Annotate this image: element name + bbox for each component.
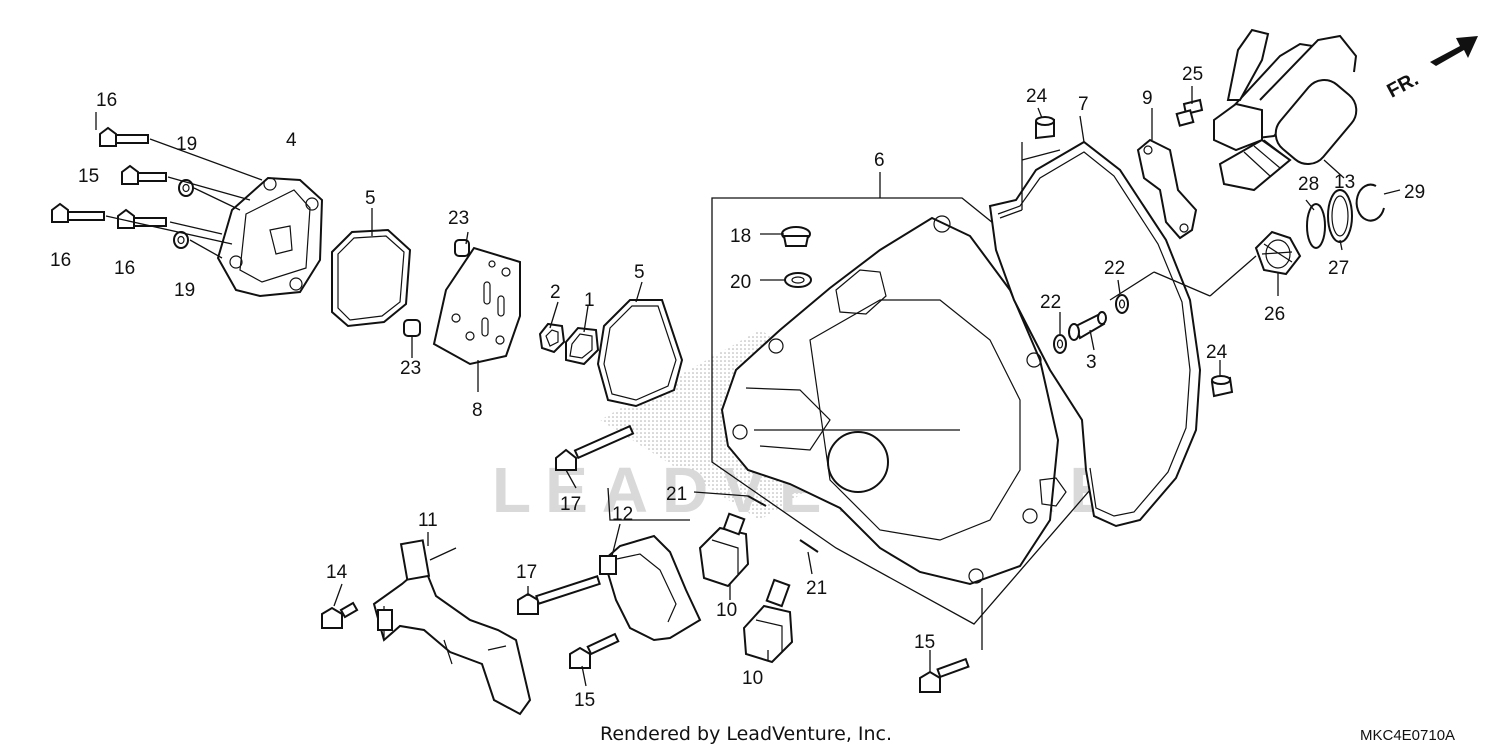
fr-label: FR. — [1384, 68, 1423, 103]
oring-27[interactable] — [1327, 189, 1353, 243]
bracket-11[interactable] — [372, 539, 532, 716]
front-arrow-icon — [1430, 36, 1478, 66]
front-direction-indicator: FR. — [1384, 36, 1478, 103]
callout-17: 17 — [516, 562, 537, 583]
diagram-code: MKC4E0710A — [1360, 727, 1455, 744]
bolt-15-bottom-left[interactable] — [569, 632, 620, 669]
callout-17: 17 — [560, 494, 581, 515]
gasket-5-left[interactable] — [331, 228, 412, 328]
callout-22: 22 — [1040, 292, 1061, 313]
callout-24: 24 — [1026, 86, 1048, 107]
oring-22-right[interactable] — [1115, 294, 1129, 314]
callout-19: 19 — [176, 134, 197, 155]
bolt-17-left[interactable] — [555, 424, 635, 471]
gasket-5-right[interactable] — [596, 299, 684, 408]
bolt-15-bottom-right[interactable] — [919, 657, 970, 693]
crankcase-cover-6[interactable] — [720, 215, 1067, 586]
callout-4: 4 — [286, 130, 297, 151]
callout-12: 12 — [612, 504, 633, 525]
callout-23: 23 — [400, 358, 421, 379]
callout-29: 29 — [1404, 182, 1425, 203]
callout-9: 9 — [1142, 88, 1153, 109]
callout-2: 2 — [550, 282, 561, 303]
bolt-16-long-left[interactable] — [51, 202, 105, 223]
callout-27: 27 — [1328, 258, 1349, 279]
oring-22-left[interactable] — [1053, 334, 1067, 354]
callout-16: 16 — [114, 258, 135, 279]
dowel-pin-23-bottom[interactable] — [403, 319, 421, 337]
pin-21-lower[interactable] — [799, 539, 819, 553]
callout-26: 26 — [1264, 304, 1285, 325]
callout-23: 23 — [448, 208, 469, 229]
bolt-16-top[interactable] — [99, 126, 149, 147]
callout-5: 5 — [365, 188, 376, 209]
footer-credit: Rendered by LeadVenture, Inc. — [600, 723, 892, 745]
separator-plate-8[interactable] — [432, 246, 521, 366]
callout-24: 24 — [1206, 342, 1228, 363]
callout-16: 16 — [50, 250, 71, 271]
callout-18: 18 — [730, 226, 751, 247]
callout-14: 14 — [326, 562, 348, 583]
callout-10: 10 — [742, 668, 763, 689]
callout-15: 15 — [914, 632, 935, 653]
washer-20[interactable] — [784, 272, 812, 288]
bolt-25[interactable] — [1175, 98, 1204, 127]
callout-11: 11 — [418, 510, 438, 531]
control-valve-cover[interactable] — [216, 176, 324, 298]
dowel-pin-23-top[interactable] — [454, 239, 470, 257]
callout-labels: 16 15 19 4 16 16 19 5 23 23 8 2 1 5 6 18… — [50, 64, 1425, 711]
callout-16: 16 — [96, 90, 117, 111]
callout-1: 1 — [584, 290, 595, 311]
shift-solenoid-13[interactable] — [1213, 28, 1364, 192]
oring-2[interactable] — [538, 322, 566, 354]
circlip-29[interactable] — [1355, 183, 1385, 222]
callout-28: 28 — [1298, 174, 1319, 195]
bolt-17-right[interactable] — [517, 575, 601, 615]
bracket-9[interactable] — [1136, 138, 1198, 240]
callout-13: 13 — [1334, 172, 1355, 193]
callout-19: 19 — [174, 280, 195, 301]
callout-8: 8 — [472, 400, 483, 421]
washer-19-top[interactable] — [178, 179, 194, 197]
dowel-pin-24-right[interactable] — [1210, 375, 1234, 398]
callout-22: 22 — [1104, 258, 1125, 279]
plug-18[interactable] — [781, 226, 811, 247]
dowel-pin-24-top[interactable] — [1035, 116, 1055, 140]
callout-15: 15 — [574, 690, 595, 711]
callout-5: 5 — [634, 262, 645, 283]
pressure-switch-10-upper[interactable] — [698, 512, 750, 588]
callout-15: 15 — [78, 166, 99, 187]
washer-19-bottom[interactable] — [173, 231, 189, 249]
callout-6: 6 — [874, 150, 885, 171]
bolt-15-left[interactable] — [121, 164, 167, 185]
bolt-14[interactable] — [321, 601, 359, 629]
callout-25: 25 — [1182, 64, 1203, 85]
oring-28[interactable] — [1306, 203, 1326, 249]
callout-21: 21 — [806, 578, 827, 599]
callout-3: 3 — [1086, 352, 1097, 373]
pressure-switch-10-lower[interactable] — [742, 578, 794, 664]
pin-21-upper[interactable] — [747, 495, 767, 507]
callout-10: 10 — [716, 600, 737, 621]
clamp-12[interactable] — [599, 534, 702, 642]
callout-7: 7 — [1078, 94, 1089, 115]
oring-1[interactable] — [565, 326, 600, 366]
leader-lines — [95, 86, 1401, 687]
bracket-6-outline — [711, 197, 1091, 625]
nut-26[interactable] — [1254, 230, 1302, 276]
bolt-16-long-mid[interactable] — [117, 208, 167, 229]
callout-20: 20 — [730, 272, 751, 293]
oil-pipe-3[interactable] — [1068, 311, 1107, 341]
callout-21: 21 — [666, 484, 687, 505]
